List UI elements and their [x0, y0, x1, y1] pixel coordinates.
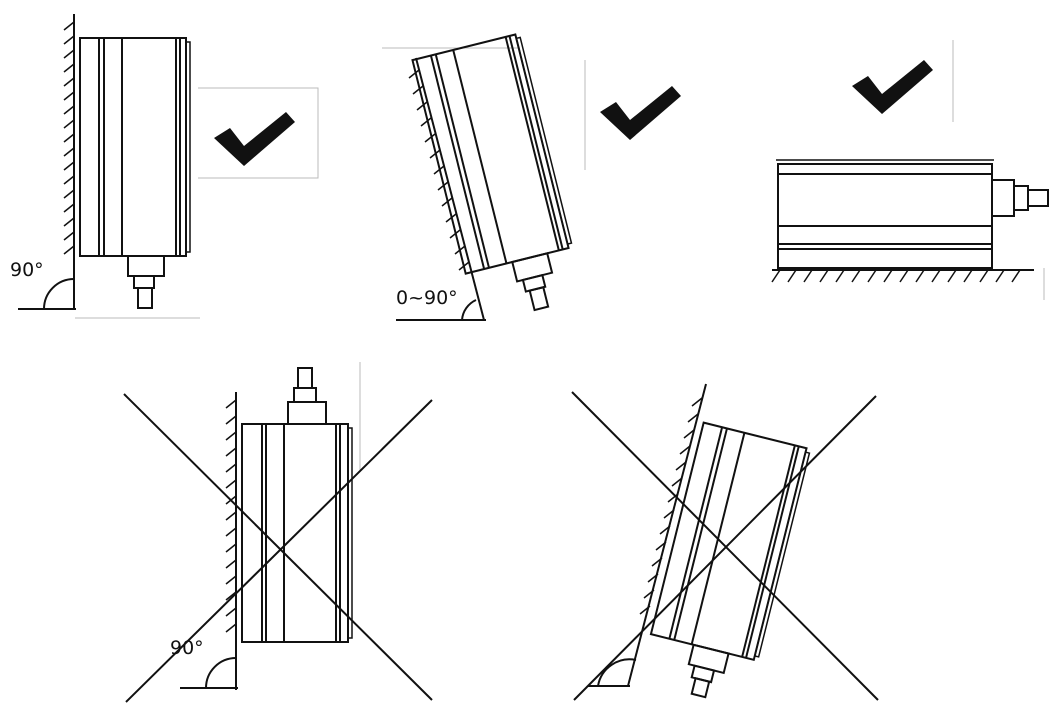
check-icon — [214, 112, 295, 166]
panel-vertical-ok: 90° — [10, 14, 319, 319]
check-icon — [600, 86, 681, 140]
panel-horizontal-ok — [771, 40, 1049, 300]
floor — [771, 269, 1034, 283]
inverter-device — [776, 159, 1049, 269]
panel-upside-down-wrong: 90° — [123, 362, 433, 703]
angle-label-90: 90° — [170, 637, 204, 659]
inverter-device — [411, 33, 573, 312]
angle-label-90: 90° — [10, 259, 44, 281]
guide-lines — [382, 47, 586, 170]
angle-label-0-90: 0~90° — [396, 287, 458, 309]
guide-lines — [952, 40, 1045, 300]
angle-marker — [396, 299, 486, 321]
cross-icon — [571, 391, 879, 701]
guide-lines — [75, 87, 319, 319]
wall — [627, 383, 707, 687]
wall — [63, 14, 75, 276]
angle-marker — [588, 658, 637, 687]
check-icon — [852, 60, 933, 114]
inverter-device — [79, 37, 191, 309]
cross-icon — [123, 393, 433, 703]
panel-tilted-back-ok: 0~90° — [382, 33, 681, 321]
angle-marker — [180, 657, 238, 689]
inverter-device — [649, 421, 811, 699]
inverter-device — [241, 367, 353, 643]
wall — [225, 392, 237, 690]
angle-marker — [18, 276, 76, 310]
panel-tilted-forward-wrong — [571, 383, 879, 701]
